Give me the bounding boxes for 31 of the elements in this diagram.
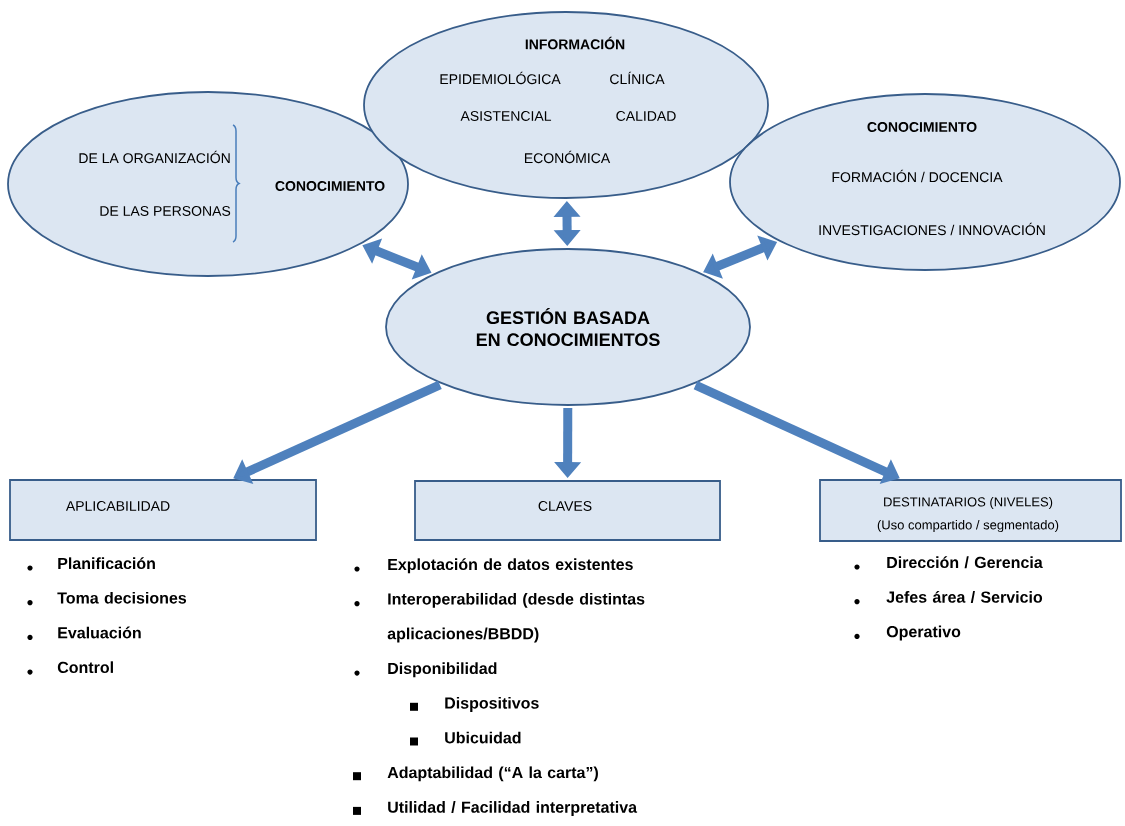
ellipse-label: GESTIÓN BASADA EN CONOCIMIENTOS: [476, 307, 660, 347]
bullet-item: Dispositivos: [410, 697, 539, 712]
ellipse-label: CALIDAD: [616, 111, 676, 121]
bullet-item: Operativo: [854, 625, 961, 641]
ellipse-label: CONOCIMIENTO: [275, 181, 385, 191]
bullet-item: Adaptabilidad (“A la carta”): [353, 766, 598, 782]
bullet-item: Control: [27, 661, 113, 675]
bullet-item: Planificación: [27, 557, 155, 571]
bullet-item: Dirección / Gerencia: [854, 556, 1043, 570]
bullet-item: Toma decisiones: [27, 591, 187, 606]
ellipse-label: EPIDEMIOLÓGICA: [440, 71, 561, 85]
ellipse-label: DE LAS PERSONAS: [100, 206, 231, 216]
ellipse-label: ASISTENCIAL: [460, 111, 552, 121]
ellipse-label: INFORMACIÓN: [525, 36, 625, 50]
bullet-item: Utilidad / Facilidad interpretativa: [353, 801, 638, 816]
ellipse-label: DE LA ORGANIZACIÓN: [79, 150, 230, 164]
bullet-item: Interoperabilidad (desde distintas aplicaciones/BBDD): [354, 592, 645, 643]
bullet-item: Explotación de datos existentes: [354, 558, 633, 574]
box-label: APLICABILIDAD: [65, 501, 170, 511]
ellipse-label: CONOCIMIENTO: [867, 122, 977, 132]
ellipse-label: INVESTIGACIONES / INNOVACIÓN: [819, 222, 1045, 236]
bullet-item: Disponibilidad: [354, 662, 497, 678]
ellipse-label: ECONÓMICA: [525, 150, 611, 164]
bullet-item: Ubicuidad: [410, 731, 521, 746]
ellipse-label: CLÍNICA: [610, 71, 665, 85]
bullet-item: Evaluación: [27, 626, 141, 640]
bullet-item: Jefes área / Servicio: [854, 590, 1043, 605]
box-label: CLAVES: [538, 501, 592, 511]
box-label: DESTINATARIOS (NIVELES): [884, 496, 1053, 510]
ellipse-label: FORMACIÓN / DOCENCIA: [832, 169, 1003, 183]
box-label: (Uso compartido / segmentado): [877, 519, 1059, 533]
